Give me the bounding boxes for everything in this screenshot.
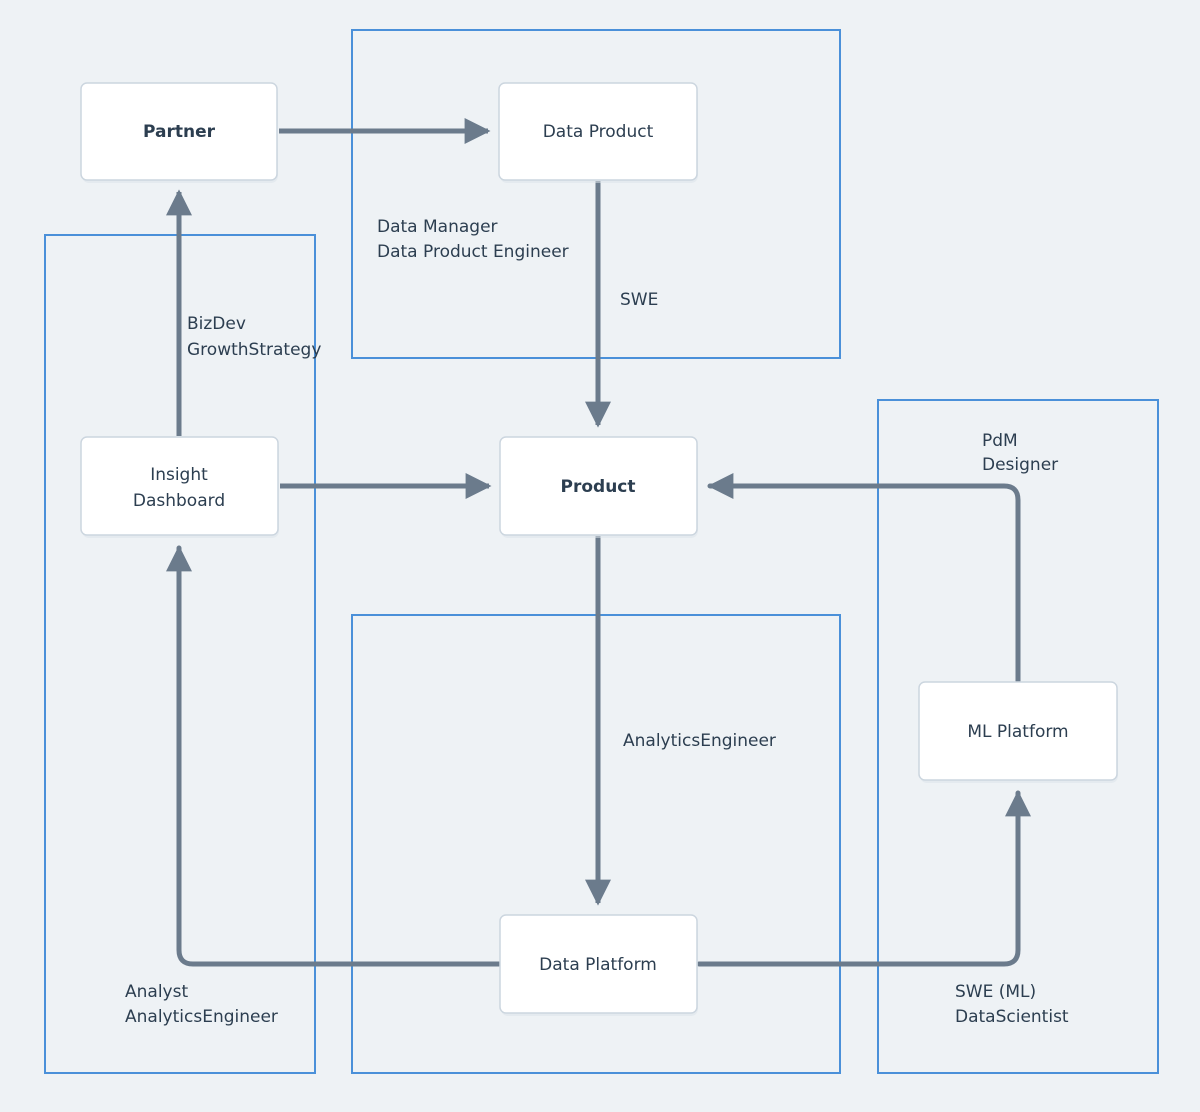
edge-label-analyst: Analyst AnalyticsEngineer — [125, 982, 278, 1027]
edge-label-swe-ml-line2: DataScientist — [955, 1007, 1069, 1027]
edge-label-swe: SWE — [620, 290, 658, 310]
node-partner[interactable]: Partner — [80, 82, 278, 183]
edge-label-swe-ml-line1: SWE (ML) — [955, 982, 1036, 1002]
node-product-label: Product — [561, 477, 636, 497]
node-insight-dashboard-label-line2: Dashboard — [133, 491, 225, 511]
node-partner-box[interactable] — [80, 82, 278, 181]
node-ml-platform-box[interactable] — [918, 681, 1118, 781]
node-partner-label: Partner — [143, 122, 216, 142]
edge-label-pdm-designer-line1: PdM — [982, 431, 1018, 451]
edge-label-pdm-designer-line2: Designer — [982, 455, 1058, 475]
edge-label-analyst-line1: Analyst — [125, 982, 188, 1002]
edge-label-swe-line1: SWE — [620, 290, 658, 310]
edge-label-bizdev: BizDev GrowthStrategy — [187, 314, 321, 360]
node-data-platform-label: Data Platform — [539, 955, 657, 975]
edge-label-data-roles: Data Manager Data Product Engineer — [377, 217, 569, 262]
group-box-ml-platform — [877, 399, 1159, 1074]
node-insight-dashboard-label-line1: Insight — [150, 465, 208, 485]
node-product-box[interactable] — [499, 436, 698, 536]
node-data-platform[interactable]: Data Platform — [499, 914, 698, 1016]
edge-label-analytics-engineer: AnalyticsEngineer — [623, 731, 776, 751]
edge-label-bizdev-line1: BizDev — [187, 314, 246, 334]
node-data-platform-box[interactable] — [499, 914, 698, 1014]
edge-label-data-roles-line2: Data Product Engineer — [377, 242, 569, 262]
node-data-product[interactable]: Data Product — [498, 82, 698, 183]
node-ml-platform-label: ML Platform — [967, 722, 1068, 742]
node-insight-dashboard[interactable]: Insight Dashboard — [80, 436, 279, 538]
edge-label-analytics-engineer-line1: AnalyticsEngineer — [623, 731, 776, 751]
node-data-product-box[interactable] — [498, 82, 698, 181]
node-ml-platform[interactable]: ML Platform — [918, 681, 1118, 783]
node-data-product-label: Data Product — [543, 122, 654, 142]
node-insight-dashboard-box[interactable] — [80, 436, 279, 536]
edge-label-data-roles-line1: Data Manager — [377, 217, 498, 237]
edge-label-analyst-line2: AnalyticsEngineer — [125, 1007, 278, 1027]
edge-ml-to-product — [707, 473, 1021, 684]
edge-label-swe-ml: SWE (ML) DataScientist — [955, 982, 1069, 1027]
edge-label-pdm-designer: PdM Designer — [982, 431, 1058, 475]
edge-data-platform-to-ml — [696, 790, 1031, 967]
edge-label-bizdev-line2: GrowthStrategy — [187, 340, 321, 360]
edge-data-platform-to-insight — [166, 545, 502, 967]
node-product[interactable]: Product — [499, 436, 698, 538]
